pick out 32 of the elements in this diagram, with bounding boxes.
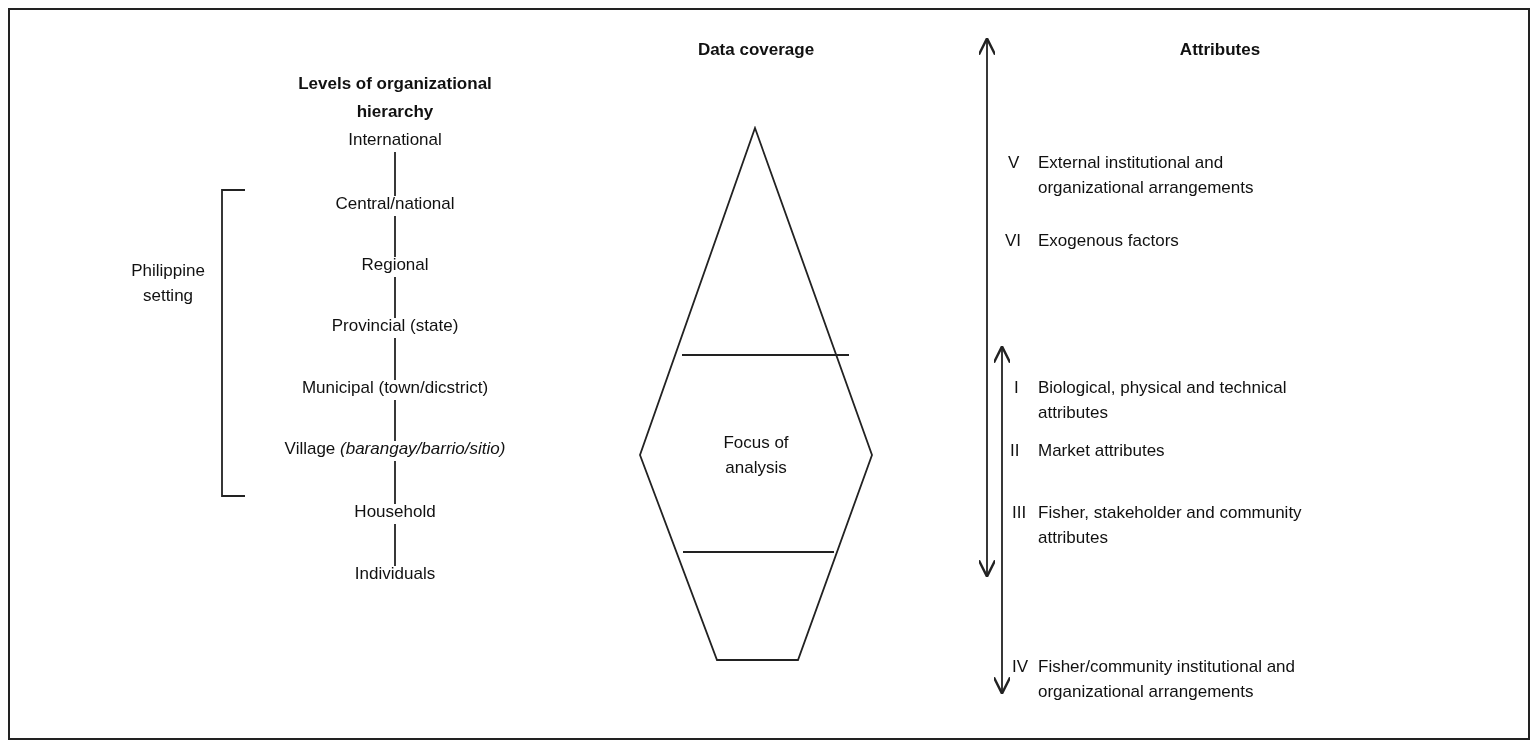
attribute-text: Fisher/community institutional and organizational arrangements (1038, 656, 1296, 703)
level-label: Central/national (335, 194, 455, 214)
level-label: Municipal (town/dicstrict) (301, 378, 489, 398)
column-heading: Levels of organizational hierarchy (297, 73, 493, 123)
roman-numeral: III (1012, 502, 1027, 524)
connector-line (394, 337, 396, 381)
connector-line (394, 151, 396, 197)
group-label: Philippine setting (130, 260, 206, 307)
level-label: Individuals (354, 564, 436, 584)
connector-line (394, 399, 396, 442)
level-label: Provincial (state) (331, 316, 459, 336)
roman-numeral: V (1008, 152, 1020, 174)
connector-line (394, 215, 396, 258)
roman-numeral: VI (1005, 230, 1022, 252)
connector-line (394, 276, 396, 319)
roman-numeral: IV (1012, 656, 1029, 678)
level-label: International (348, 130, 442, 150)
attribute-text: Biological, physical and technical attributes (1038, 377, 1288, 424)
attribute-text: Fisher, stakeholder and community attributes (1038, 502, 1303, 549)
level-label: Household (354, 502, 436, 522)
roman-numeral: II (1010, 440, 1020, 462)
connector-line (394, 523, 396, 567)
connector-line (394, 460, 396, 505)
column-heading: Data coverage (696, 40, 816, 60)
attribute-text: External institutional and organizational arrangements (1038, 152, 1255, 199)
level-label: Regional (361, 255, 429, 275)
diamond-label: Focus of analysis (722, 432, 790, 479)
level-label: Village (barangay/barrio/sitio) (284, 439, 506, 459)
column-heading: Attributes (1178, 40, 1262, 60)
roman-numeral: I (1014, 377, 1019, 399)
attribute-text: Market attributes (1038, 440, 1165, 462)
attribute-text: Exogenous factors (1038, 230, 1179, 252)
